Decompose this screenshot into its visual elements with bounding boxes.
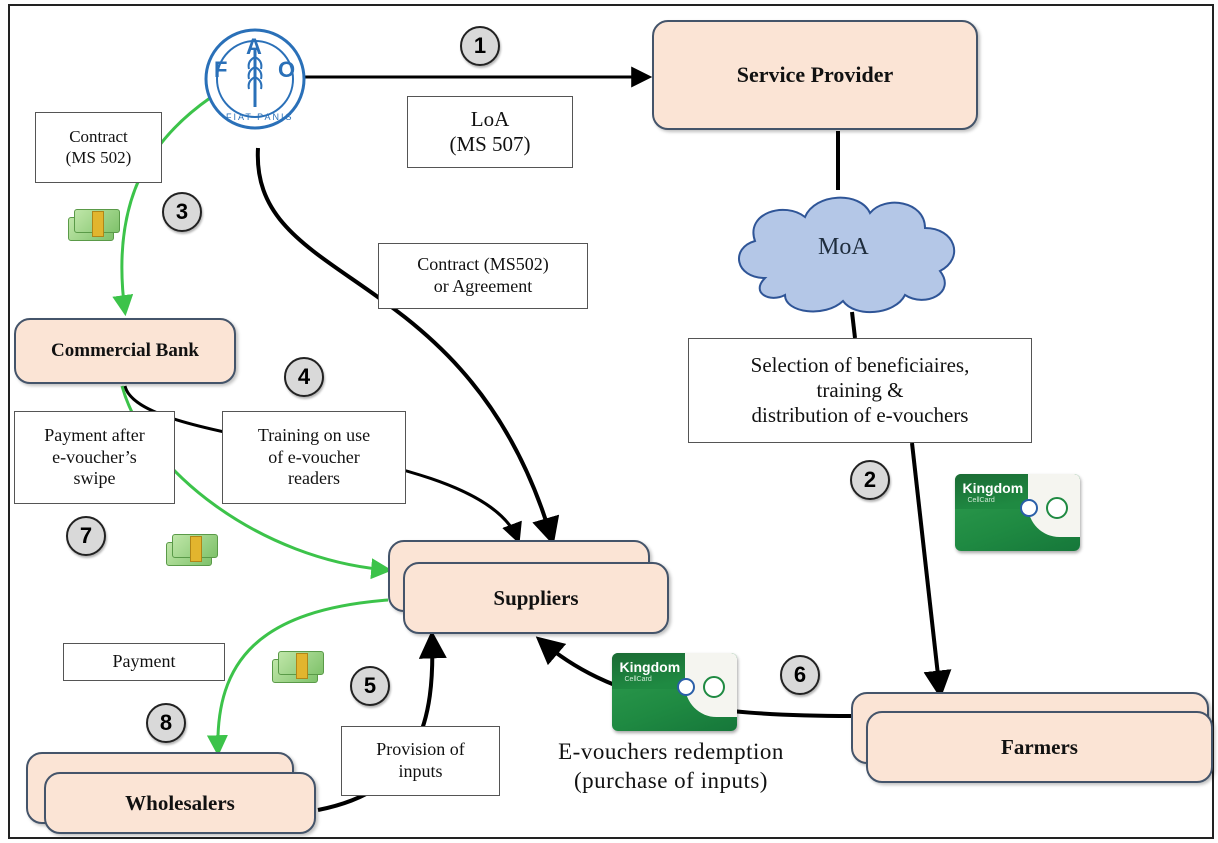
label-payment: Payment bbox=[63, 643, 225, 681]
label-contract-ms502-line2: (MS 502) bbox=[65, 147, 132, 167]
step-badge-6: 6 bbox=[780, 655, 820, 695]
card-fao-emblem-icon bbox=[1019, 498, 1038, 517]
label-payment-after-line3: swipe bbox=[73, 468, 116, 489]
card-sub: CellCard bbox=[967, 497, 995, 505]
money-band bbox=[296, 653, 308, 679]
arrow-selection-to-farmers bbox=[910, 442, 952, 699]
moa-label: MoA bbox=[818, 234, 869, 260]
node-suppliers: Suppliers bbox=[403, 562, 669, 634]
label-provision: Provision of inputs bbox=[341, 726, 500, 796]
money-icon bbox=[166, 530, 218, 568]
label-payment-after-line1: Payment after bbox=[44, 425, 145, 446]
money-band bbox=[92, 211, 104, 237]
diagram-frame bbox=[8, 4, 1214, 839]
label-contract-ms502: Contract (MS 502) bbox=[35, 112, 162, 183]
label-payment-after-line2: e-voucher’s bbox=[52, 446, 137, 467]
step-badge-3: 3 bbox=[162, 192, 202, 232]
card-fao-emblem-icon bbox=[676, 677, 695, 696]
label-selection: Selection of beneficiaires, training & d… bbox=[688, 338, 1032, 443]
arrow-fao-to-suppliers bbox=[255, 147, 560, 546]
label-loa-line1: LoA bbox=[470, 106, 510, 131]
fao-motto: FIAT PANIS bbox=[226, 112, 294, 122]
label-selection-line1: Selection of beneficiaires, bbox=[750, 352, 970, 377]
card-brand: Kingdom bbox=[619, 659, 681, 676]
label-training-line2: of e-voucher bbox=[268, 446, 360, 467]
step-badge-1: 1 bbox=[460, 26, 500, 66]
step-badge-5: 5 bbox=[350, 666, 390, 706]
label-contract-agreement-line1: Contract (MS502) bbox=[417, 254, 549, 275]
card-sub: CellCard bbox=[624, 676, 652, 684]
fao-letter-f: F bbox=[214, 57, 228, 82]
label-contract-agreement: Contract (MS502) or Agreement bbox=[378, 243, 588, 309]
e-voucher-card-icon: Kingdom CellCard bbox=[955, 474, 1080, 551]
node-wholesalers: Wholesalers bbox=[44, 772, 316, 834]
node-farmers: Farmers bbox=[866, 711, 1213, 783]
step-badge-2: 2 bbox=[850, 460, 890, 500]
money-band bbox=[190, 536, 202, 562]
label-selection-line3: distribution of e-vouchers bbox=[751, 403, 969, 428]
fao-logo-icon bbox=[204, 28, 306, 130]
step-badge-8: 8 bbox=[146, 703, 186, 743]
moa-cloud bbox=[738, 196, 956, 313]
label-loa: LoA (MS 507) bbox=[407, 96, 573, 168]
caption-redemption-line1: E-vouchers redemption bbox=[558, 739, 784, 764]
label-provision-line1: Provision of bbox=[376, 739, 465, 760]
step-badge-7: 7 bbox=[66, 516, 106, 556]
label-loa-line2: (MS 507) bbox=[449, 132, 531, 156]
label-payment-after-swipe: Payment after e-voucher’s swipe bbox=[14, 411, 175, 504]
label-contract-ms502-line1: Contract bbox=[69, 127, 128, 147]
caption-redemption: E-vouchers redemption (purchase of input… bbox=[530, 738, 812, 796]
node-service-provider: Service Provider bbox=[652, 20, 978, 130]
label-provision-line2: inputs bbox=[398, 761, 443, 781]
caption-redemption-line2: (purchase of inputs) bbox=[574, 767, 768, 793]
card-emblem-icon bbox=[1045, 497, 1068, 520]
e-voucher-card-icon-2: Kingdom CellCard bbox=[612, 653, 737, 731]
money-icon bbox=[68, 205, 120, 243]
label-training-line3: readers bbox=[288, 468, 340, 489]
label-training-line1: Training on use bbox=[257, 425, 371, 446]
fao-letter-a: A bbox=[246, 34, 262, 59]
line-moa-to-selection bbox=[850, 311, 857, 339]
money-arrow-suppliers-to-wholesalers bbox=[206, 598, 389, 757]
fao-letter-o: O bbox=[278, 57, 296, 82]
money-icon bbox=[272, 647, 324, 685]
card-emblem-icon bbox=[702, 676, 725, 699]
label-training: Training on use of e-voucher readers bbox=[222, 411, 406, 504]
label-selection-line2: training & bbox=[816, 377, 904, 402]
card-brand: Kingdom bbox=[962, 480, 1024, 497]
label-contract-agreement-line2: or Agreement bbox=[433, 276, 533, 296]
node-commercial-bank: Commercial Bank bbox=[14, 318, 236, 384]
step-badge-4: 4 bbox=[284, 357, 324, 397]
